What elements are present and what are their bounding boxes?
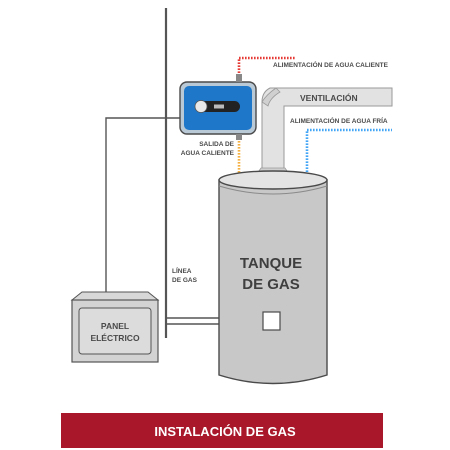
electrical-wire xyxy=(105,117,182,300)
hot-water-supply-line xyxy=(237,56,296,76)
hot-water-outlet-label-2: AGUA CALIENTE xyxy=(181,150,235,157)
tank-label-line1: TANQUE xyxy=(240,255,302,272)
title-banner xyxy=(61,413,383,448)
gas-line-label-2: DE GAS xyxy=(172,277,198,284)
panel-label-line1: PANEL xyxy=(101,321,129,331)
gas-valve xyxy=(262,311,281,331)
cold-water-supply-label: ALIMENTACIÓN DE AGUA FRÍA xyxy=(290,116,388,125)
banner-title: INSTALACIÓN DE GAS xyxy=(154,424,296,439)
cold-water-supply-line xyxy=(305,128,392,178)
gas-line-label-1: LÍNEA xyxy=(172,266,192,275)
hot-water-supply-label: ALIMENTACIÓN DE AGUA CALIENTE xyxy=(273,60,389,69)
hot-water-outlet-label-1: SALIDA DE xyxy=(199,141,234,148)
gas-tank xyxy=(218,170,328,385)
thermostat-controller xyxy=(179,74,257,140)
ventilation-label: VENTILACIÓN xyxy=(300,92,358,103)
tank-label-line2: DE GAS xyxy=(242,276,300,293)
electric-panel xyxy=(70,291,160,363)
panel-label-line2: ELÉCTRICO xyxy=(90,333,140,343)
